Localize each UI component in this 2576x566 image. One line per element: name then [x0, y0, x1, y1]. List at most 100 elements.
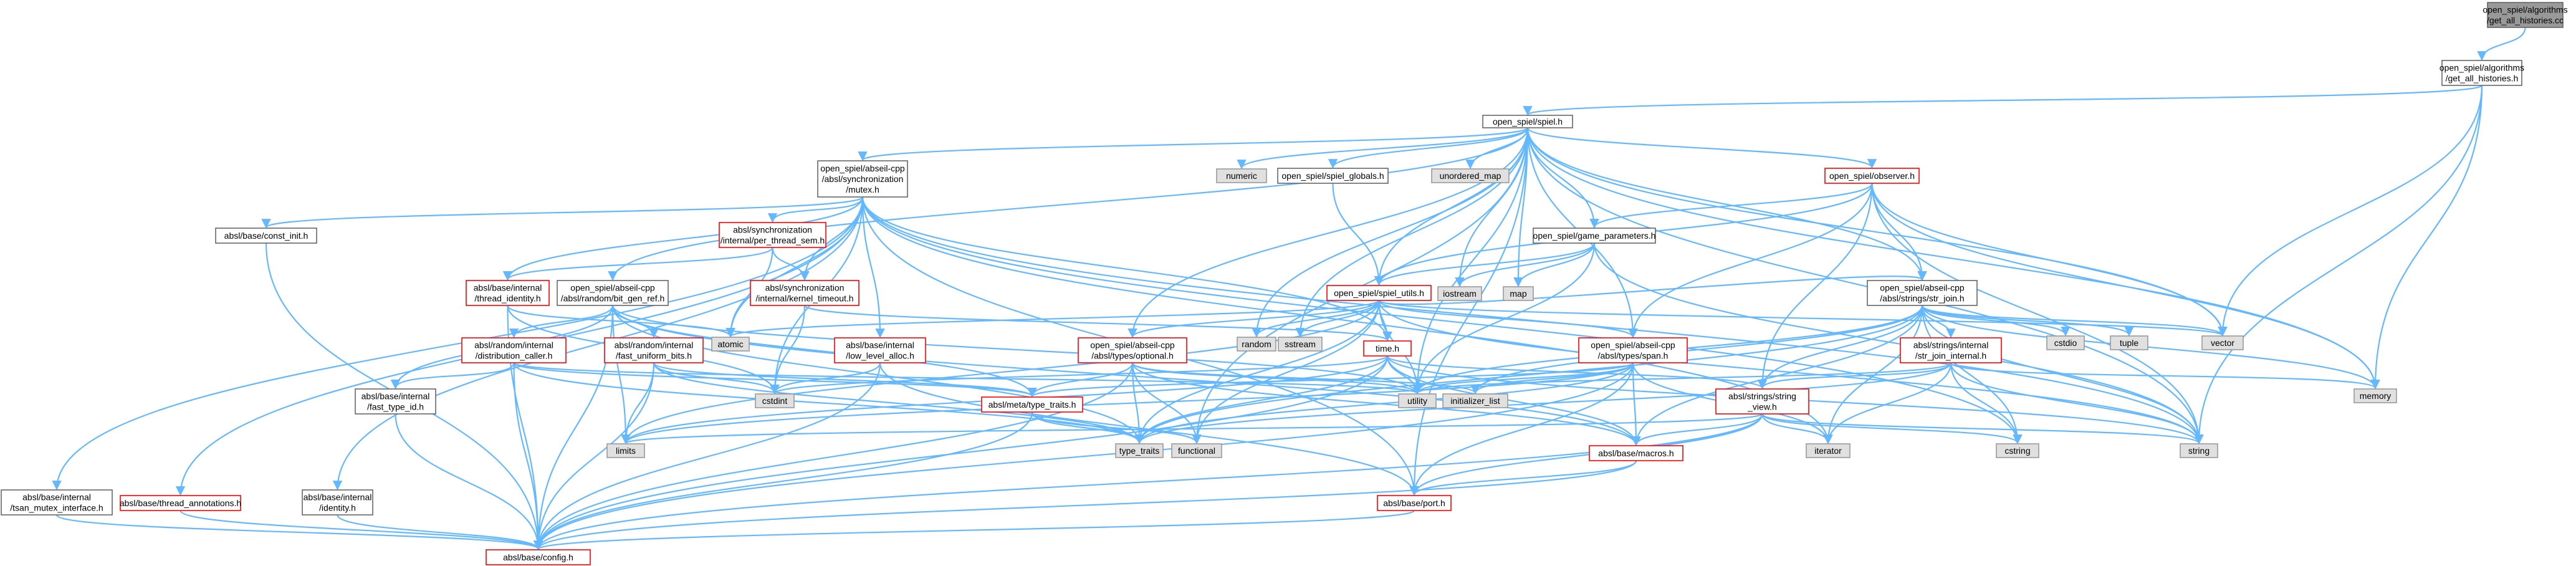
- node-label-str_join_internal: absl/strings/internal: [1913, 340, 1989, 350]
- node-per_thread_sem[interactable]: absl/synchronization/internal/per_thread…: [719, 222, 826, 248]
- edge-span_h-to-macros_h: [1631, 362, 1641, 446]
- node-box-span_h: [1578, 337, 1688, 363]
- edge-str_join-to-tuple: [1921, 305, 2134, 337]
- node-label-iterator: iterator: [1814, 446, 1842, 456]
- node-iostream[interactable]: iostream: [1437, 286, 1482, 301]
- node-thread_annotations[interactable]: absl/base/thread_annotations.h: [120, 495, 241, 511]
- node-root[interactable]: open_spiel/algorithms/get_all_histories.…: [2483, 2, 2568, 28]
- node-iterator[interactable]: iterator: [1806, 443, 1851, 458]
- edge-spiel_h-to-optional_h: [1128, 127, 1529, 338]
- edge-bit_gen_ref-to-type_traits: [611, 305, 1144, 444]
- node-fast_type_id[interactable]: absl/base/internal/fast_type_id.h: [355, 388, 436, 415]
- node-bit_gen_ref[interactable]: open_spiel/abseil-cpp/absl/random/bit_ge…: [557, 280, 669, 306]
- node-limits[interactable]: limits: [606, 443, 645, 458]
- edge-mutex_h-to-cstring: [861, 196, 2023, 444]
- node-cstdio[interactable]: cstdio: [2046, 335, 2085, 350]
- node-label-str_join: /absl/strings/str_join.h: [1880, 294, 1964, 304]
- node-type_traits_h[interactable]: absl/meta/type_traits.h: [981, 396, 1083, 413]
- node-label-mutex_h: open_spiel/abseil-cpp: [820, 163, 905, 173]
- node-type_traits[interactable]: type_traits: [1115, 443, 1164, 458]
- edge-tsan_mutex-to-config_h: [55, 514, 543, 550]
- node-label-span_h: open_spiel/abseil-cpp: [1591, 340, 1675, 350]
- node-sstream[interactable]: sstream: [1278, 337, 1323, 352]
- node-cstdint[interactable]: cstdint: [755, 393, 795, 408]
- edge-fast_uniform_bits-to-config_h: [533, 362, 655, 550]
- edge-bit_gen_ref-to-distribution_caller: [509, 305, 614, 338]
- node-tuple[interactable]: tuple: [2110, 335, 2148, 350]
- node-box-per_thread_sem: [719, 222, 826, 248]
- node-box-utility: [1398, 393, 1437, 408]
- node-spiel_globals[interactable]: open_spiel/spiel_globals.h: [1277, 168, 1389, 184]
- node-low_level_alloc[interactable]: absl/base/internal/low_level_alloc.h: [834, 337, 926, 363]
- node-utility[interactable]: utility: [1398, 393, 1437, 408]
- edge-bit_gen_ref-to-macros_h: [611, 305, 1641, 446]
- node-span_h[interactable]: open_spiel/abseil-cpp/absl/types/span.h: [1578, 337, 1688, 363]
- node-numeric[interactable]: numeric: [1216, 168, 1267, 183]
- edge-optional_h-to-macros_h: [1131, 362, 1641, 446]
- edge-str_join_internal-to-type_traits: [1134, 362, 1952, 444]
- node-unordered_map[interactable]: unordered_map: [1431, 168, 1510, 183]
- node-str_join_internal[interactable]: absl/strings/internal/str_join_internal.…: [1900, 337, 2002, 363]
- node-mutex_h[interactable]: open_spiel/abseil-cpp/absl/synchronizati…: [817, 160, 908, 198]
- edge-str_join_internal-to-memory: [1950, 362, 2380, 390]
- edge-game_params-to-map: [1513, 242, 1596, 287]
- edge-spiel_h-to-str_join: [1526, 127, 1927, 281]
- node-thread_identity[interactable]: absl/base/internal/thread_identity.h: [466, 280, 550, 306]
- node-box-identity_h: [302, 489, 373, 516]
- edge-thread_annotations-to-config_h: [180, 510, 543, 550]
- node-cstring[interactable]: cstring: [1996, 443, 2039, 458]
- node-port_h[interactable]: absl/base/port.h: [1377, 495, 1452, 511]
- edge-spiel_utils-to-atomic: [725, 299, 1380, 338]
- edge-distribution_caller-to-config_h: [513, 362, 543, 550]
- node-vector[interactable]: vector: [2201, 335, 2244, 350]
- edge-str_join_internal-to-cstring: [1950, 362, 2023, 444]
- node-functional[interactable]: functional: [1171, 443, 1222, 458]
- edge-str_join-to-string: [1921, 305, 2204, 444]
- node-label-per_thread_sem: /internal/per_thread_sem.h: [721, 236, 825, 246]
- node-config_h[interactable]: absl/base/config.h: [486, 549, 591, 565]
- node-game_params[interactable]: open_spiel/game_parameters.h: [1533, 228, 1656, 244]
- node-box-memory: [2353, 388, 2397, 403]
- edge-spiel_utils-to-random: [1252, 300, 1380, 338]
- edge-gah_h-to-vector: [2218, 85, 2483, 337]
- node-label-kernel_timeout: /internal/kernel_timeout.h: [755, 294, 853, 304]
- edge-string_view-to-config_h: [534, 413, 1763, 550]
- node-memory[interactable]: memory: [2353, 388, 2397, 403]
- node-map[interactable]: map: [1503, 286, 1534, 301]
- node-optional_h[interactable]: open_spiel/abseil-cpp/absl/types/optiona…: [1078, 337, 1187, 363]
- node-box-initializer_list: [1442, 393, 1508, 408]
- node-const_init[interactable]: absl/base/const_init.h: [215, 228, 317, 244]
- node-atomic[interactable]: atomic: [711, 337, 750, 352]
- node-gah_h[interactable]: open_spiel/algorithms/get_all_histories.…: [2440, 60, 2524, 86]
- node-tsan_mutex[interactable]: absl/base/internal/tsan_mutex_interface.…: [1, 489, 113, 516]
- node-spiel_h[interactable]: open_spiel/spiel.h: [1482, 115, 1573, 128]
- node-kernel_timeout[interactable]: absl/synchronization/internal/kernel_tim…: [750, 280, 859, 306]
- node-fast_uniform_bits[interactable]: absl/random/internal/fast_uniform_bits.h: [604, 337, 704, 363]
- edge-str_join_internal-to-iterator: [1823, 362, 1952, 444]
- node-label-thread_identity: /thread_identity.h: [474, 294, 540, 304]
- node-random[interactable]: random: [1237, 337, 1276, 352]
- edge-mutex_h-to-const_init: [261, 196, 864, 229]
- edge-fast_uniform_bits-to-cstdint: [653, 362, 780, 395]
- node-label-utility: utility: [1407, 396, 1427, 406]
- edge-observer_h-to-str_join: [1871, 183, 1927, 281]
- node-spiel_utils[interactable]: open_spiel/spiel_utils.h: [1326, 285, 1432, 301]
- node-label-tsan_mutex: absl/base/internal: [22, 492, 91, 502]
- node-string_view[interactable]: absl/strings/string_view.h: [1715, 388, 1809, 415]
- node-initializer_list[interactable]: initializer_list: [1442, 393, 1508, 408]
- node-label-spiel_globals: open_spiel/spiel_globals.h: [1281, 171, 1384, 181]
- edge-observer_h-to-span_h: [1628, 183, 1873, 338]
- node-identity_h[interactable]: absl/base/internal/identity.h: [302, 489, 373, 516]
- edge-mutex_h-to-per_thread_sem: [767, 196, 864, 223]
- node-str_join[interactable]: open_spiel/abseil-cpp/absl/strings/str_j…: [1867, 280, 1978, 306]
- node-time_h[interactable]: time.h: [1363, 340, 1412, 357]
- edge-observer_h-to-memory: [1871, 183, 2380, 390]
- node-distribution_caller[interactable]: absl/random/internal/distribution_caller…: [461, 337, 567, 363]
- edge-thread_identity-to-atomic: [507, 305, 735, 338]
- node-string[interactable]: string: [2180, 443, 2218, 458]
- node-macros_h[interactable]: absl/base/macros.h: [1589, 445, 1683, 461]
- node-observer_h[interactable]: open_spiel/observer.h: [1824, 168, 1920, 184]
- node-box-limits: [606, 443, 645, 458]
- edge-distribution_caller-to-fast_type_id: [390, 362, 515, 390]
- node-label-distribution_caller: absl/random/internal: [474, 340, 553, 350]
